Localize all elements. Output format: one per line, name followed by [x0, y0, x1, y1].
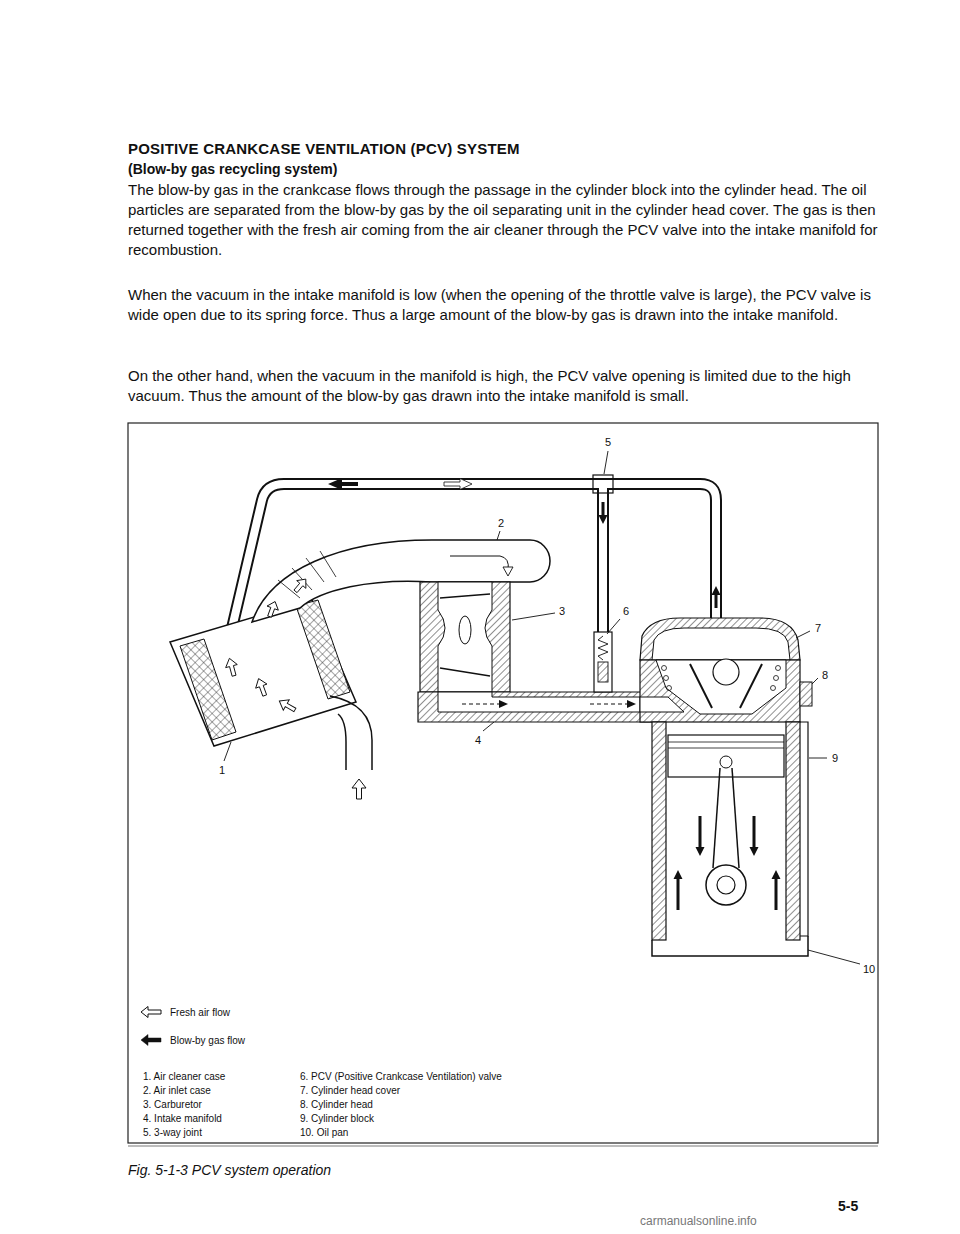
parts-list-item: 5. 3-way joint	[143, 1127, 202, 1139]
legend-text: Blow-by gas flow	[170, 1035, 245, 1046]
parts-list-item: 7. Cylinder head cover	[300, 1085, 400, 1097]
legend-sample	[140, 1005, 162, 1019]
legend-item: Blow-by gas flow	[140, 1033, 245, 1047]
callout-number: 8	[821, 669, 829, 681]
cylinder-block	[652, 722, 808, 940]
three-way-joint	[593, 475, 613, 493]
fresh-air-arrow	[352, 779, 366, 799]
air-cleaner-case	[170, 600, 356, 746]
intake-manifold	[418, 692, 658, 722]
oil-pan	[652, 936, 808, 956]
legend-item: Fresh air flow	[140, 1005, 230, 1019]
parts-list-item: 1. Air cleaner case	[143, 1071, 225, 1083]
callout-number: 1	[218, 764, 226, 776]
callout-number: 7	[814, 622, 822, 634]
parts-list-item: 6. PCV (Positive Crankcase Ventilation) …	[300, 1071, 502, 1083]
frame-rule	[128, 1146, 878, 1147]
cylinder-head	[640, 659, 812, 722]
air-intake-snorkel	[330, 696, 372, 770]
subtitle: (Blow-by gas recycling system)	[128, 161, 337, 177]
callout-number: 3	[558, 605, 566, 617]
legend-text: Fresh air flow	[170, 1007, 230, 1018]
figure-frame	[128, 423, 878, 1143]
page-title: POSITIVE CRANKCASE VENTILATION (PCV) SYS…	[128, 140, 520, 157]
body-paragraph: The blow-by gas in the crankcase flows t…	[128, 180, 880, 260]
pcv-valve	[594, 632, 612, 692]
parts-list-item: 9. Cylinder block	[300, 1113, 374, 1125]
callout-number: 6	[622, 605, 630, 617]
figure-caption: Fig. 5-1-3 PCV system operation	[128, 1162, 331, 1178]
legend-sample	[140, 1033, 162, 1047]
callout-number: 4	[474, 734, 482, 746]
body-paragraph: On the other hand, when the vacuum in th…	[128, 366, 880, 406]
parts-list-item: 10. Oil pan	[300, 1127, 348, 1139]
parts-list-item: 8. Cylinder head	[300, 1099, 373, 1111]
carburetor	[420, 582, 510, 692]
leader-lines	[224, 451, 860, 964]
callout-number: 10	[862, 963, 876, 975]
watermark: carmanualsonline.info	[640, 1214, 757, 1228]
parts-list-item: 2. Air inlet case	[143, 1085, 211, 1097]
parts-list-item: 4. Intake manifold	[143, 1113, 222, 1125]
callout-number: 9	[831, 752, 839, 764]
page-number: 5-5	[838, 1198, 858, 1214]
cylinder-head-cover	[640, 618, 800, 660]
callout-number: 5	[604, 436, 612, 448]
callout-number: 2	[497, 517, 505, 529]
body-paragraph: When the vacuum in the intake manifold i…	[128, 285, 880, 325]
parts-list-item: 3. Carburetor	[143, 1099, 202, 1111]
